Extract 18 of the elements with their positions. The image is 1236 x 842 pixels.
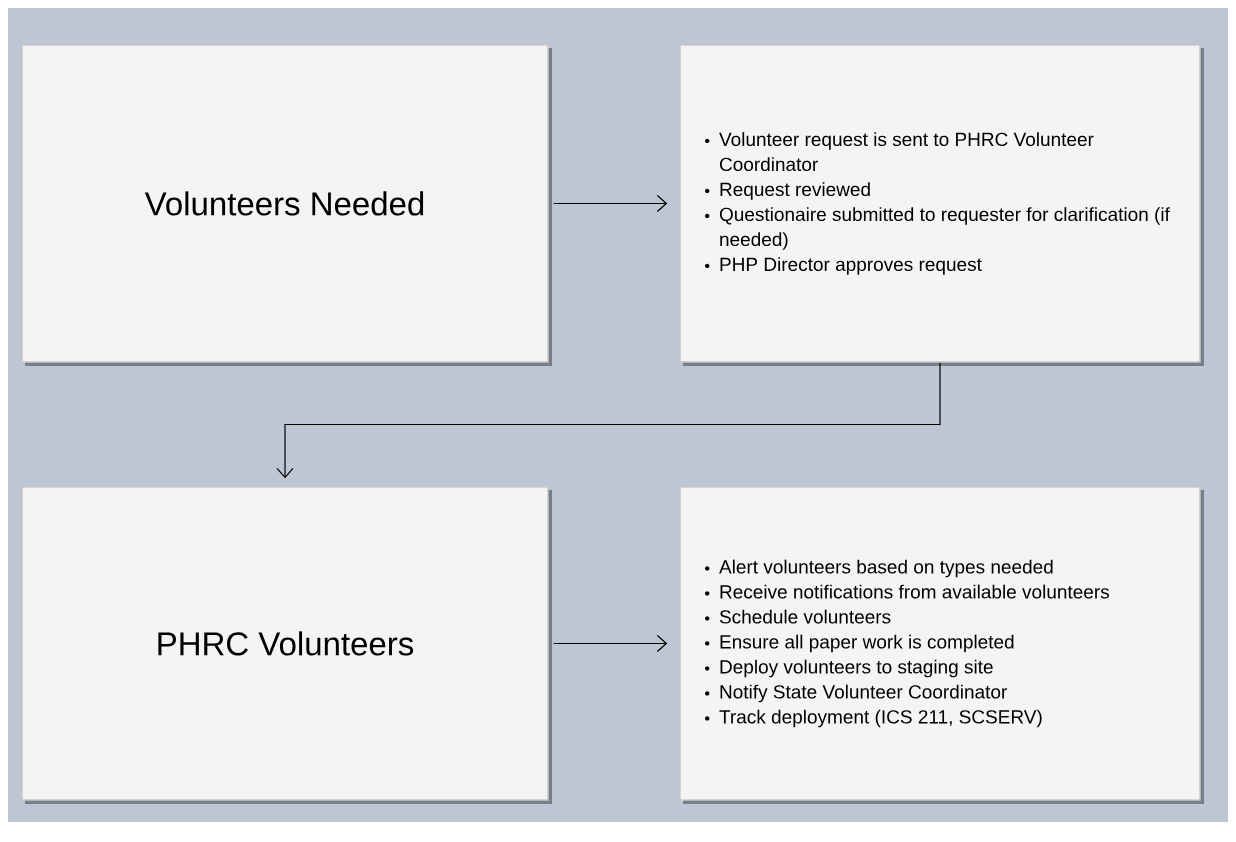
list-item: Ensure all paper work is completed [705, 634, 1014, 653]
list-item: Request reviewed [705, 182, 870, 200]
arrow [553, 194, 668, 213]
list-item: Questionaire submitted to requester for clarification (if needed) [705, 207, 1170, 250]
list-item: Track deployment (ICS 211, SCSERV) [705, 709, 1042, 728]
process-box [679, 44, 1204, 366]
list-item: Volunteer request is sent to PHRC Volunteer Coordinator [705, 132, 1094, 172]
process-box: PHRC Volunteers [21, 486, 552, 804]
process-box [679, 486, 1204, 804]
arrow [553, 634, 668, 653]
list-item: Deploy volunteers to staging site [705, 659, 993, 678]
list-item: Notify State Volunteer Coordinator [705, 684, 1007, 703]
list-item: PHP Director approves request [705, 257, 982, 275]
list-item: Schedule volunteers [705, 609, 891, 624]
arrow [276, 362, 941, 479]
list-item: Alert volunteers based on types needed [705, 559, 1053, 578]
process-box: Volunteers Needed [21, 44, 552, 366]
list-item: Receive notifications from available volunteers [705, 584, 1109, 599]
